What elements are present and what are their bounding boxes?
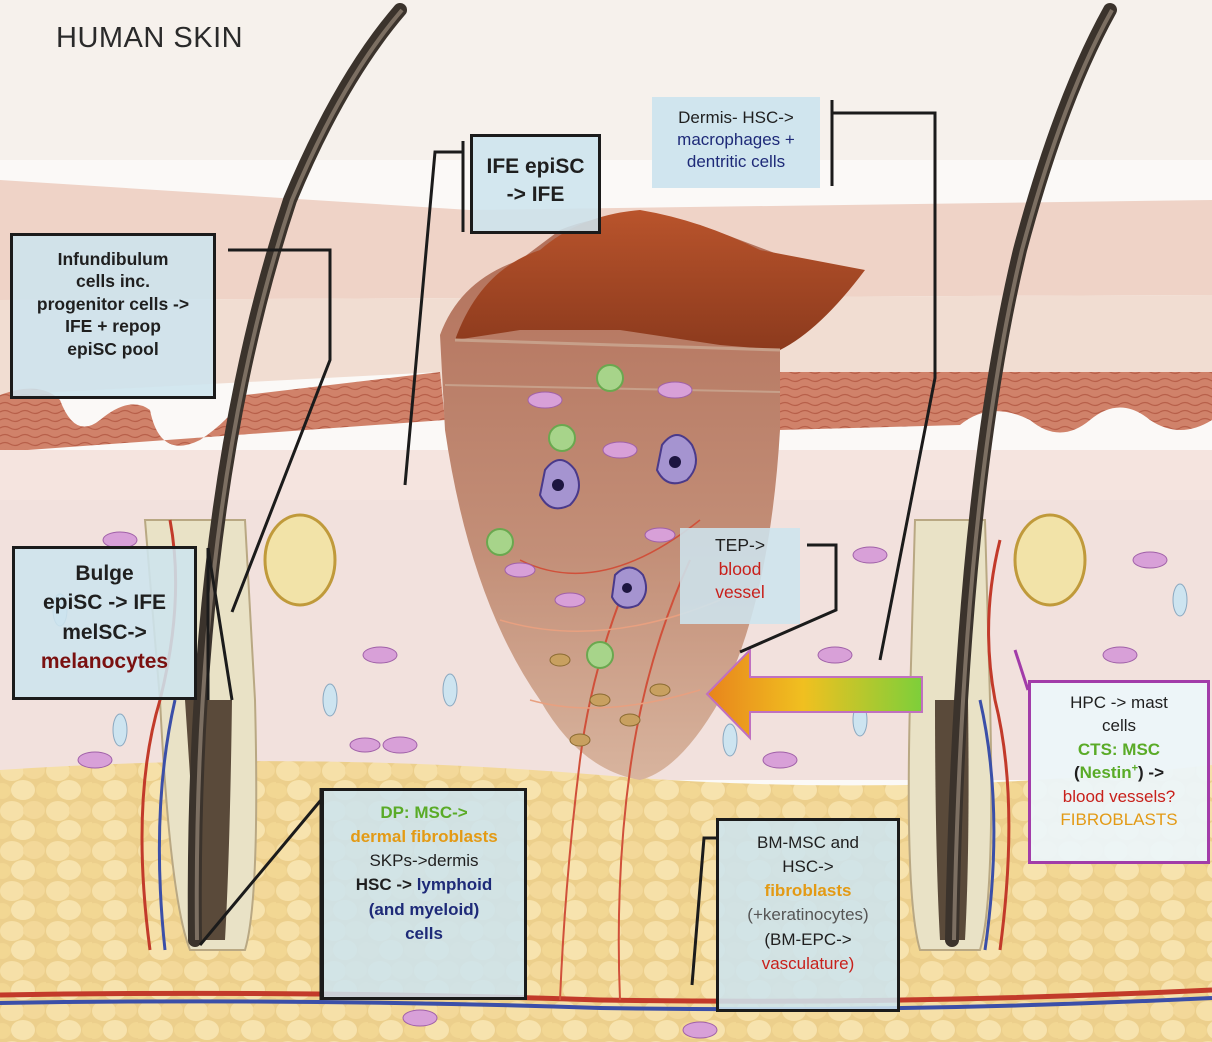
tep-line-3: vessel (680, 581, 800, 605)
bm-line-1: BM-MSC and (719, 831, 897, 855)
infundibulum-line-5: epiSC pool (13, 338, 213, 360)
dermis-hsc-line-2: macrophages + (652, 129, 820, 151)
ife-label: IFE epiSC -> IFE (470, 134, 601, 234)
dp-label: DP: MSC-> dermal fibroblasts SKPs->dermi… (321, 788, 527, 1000)
dp-line-6: cells (324, 922, 524, 946)
bulge-label: Bulge epiSC -> IFE melSC-> melanocytes (12, 546, 197, 700)
dp-line-4-hsc: HSC -> (356, 875, 417, 894)
bulge-line-4: melanocytes (15, 647, 194, 676)
dp-line-3: SKPs->dermis (324, 849, 524, 873)
bm-line-2: HSC-> (719, 855, 897, 879)
hpc-line-4: (Nestin+) -> (1031, 761, 1207, 784)
dermis-hsc-line-3: dentritic cells (652, 151, 820, 173)
hpc-line-1: HPC -> mast (1031, 691, 1207, 714)
infundibulum-line-4: IFE + repop (13, 315, 213, 337)
diagram-title: HUMAN SKIN (56, 22, 243, 55)
bm-label: BM-MSC and HSC-> fibroblasts (+keratinoc… (716, 818, 900, 1012)
infundibulum-label: Infundibulum cells inc. progenitor cells… (10, 233, 216, 399)
ife-line-2: -> IFE (473, 181, 598, 209)
dp-line-2: dermal fibroblasts (324, 825, 524, 849)
bm-line-6: vasculature) (719, 952, 897, 976)
dp-line-4: HSC -> lymphoid (324, 873, 524, 897)
hpc-line-5: blood vessels? (1031, 785, 1207, 808)
infundibulum-line-3: progenitor cells -> (13, 293, 213, 315)
bulge-line-3: melSC-> (15, 618, 194, 647)
dp-line-5: (and myeloid) (324, 898, 524, 922)
dp-line-1: DP: MSC-> (324, 801, 524, 825)
bulge-line-2: epiSC -> IFE (15, 588, 194, 617)
bulge-line-1: Bulge (15, 559, 194, 588)
hpc-line-6: FIBROBLASTS (1031, 808, 1207, 831)
tep-line-1: TEP-> (680, 534, 800, 558)
infundibulum-line-2: cells inc. (13, 270, 213, 292)
tep-label: TEP-> blood vessel (680, 528, 800, 624)
hpc-line-3: CTS: MSC (1031, 738, 1207, 761)
tep-line-2: blood (680, 558, 800, 582)
hpc-line-4-close: ) -> (1138, 763, 1164, 782)
hpc-line-2: cells (1031, 714, 1207, 737)
bm-line-3: fibroblasts (719, 879, 897, 903)
bm-line-5: (BM-EPC-> (719, 928, 897, 952)
dermis-hsc-line-1: Dermis- HSC-> (652, 107, 820, 129)
ife-line-1: IFE epiSC (473, 153, 598, 181)
infundibulum-line-1: Infundibulum (13, 248, 213, 270)
nestin-text: Nestin (1080, 763, 1132, 782)
bm-line-4: (+keratinocytes) (719, 903, 897, 927)
dp-line-4-lymphoid: lymphoid (417, 875, 493, 894)
dermis-hsc-label: Dermis- HSC-> macrophages + dentritic ce… (652, 97, 820, 188)
hpc-label: HPC -> mast cells CTS: MSC (Nestin+) -> … (1028, 680, 1210, 864)
